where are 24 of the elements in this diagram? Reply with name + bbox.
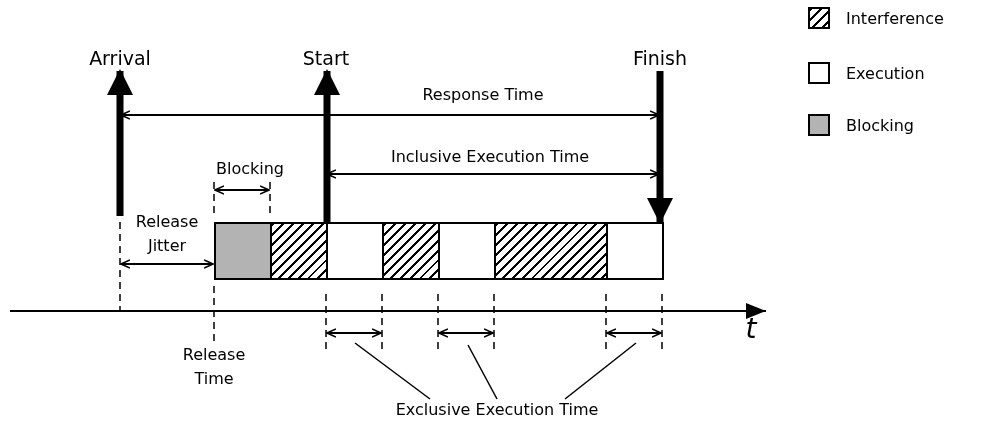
axis-label: t — [744, 314, 759, 344]
event-arrow — [314, 69, 340, 222]
dimension-label: Inclusive Execution Time — [389, 146, 591, 168]
leader-line — [354, 342, 431, 400]
legend-label: Execution — [846, 63, 925, 83]
execution-segment — [326, 222, 384, 280]
leader-line — [467, 344, 498, 400]
execution-segment — [438, 222, 496, 280]
event-label: Finish — [615, 47, 705, 69]
interference-segment — [270, 222, 328, 280]
event-label: Start — [281, 47, 371, 69]
blocking-segment — [214, 222, 272, 280]
legend-label: Blocking — [846, 115, 914, 135]
dimension-label: Response Time — [421, 84, 545, 106]
dimension-label: Release Time — [181, 344, 247, 390]
dimension-label: Blocking — [215, 158, 285, 180]
dimension-label: Release Jitter — [134, 211, 200, 257]
legend-label: Interference — [846, 8, 944, 28]
interference-segment — [494, 222, 608, 280]
leader-line — [564, 342, 637, 400]
interference-segment — [382, 222, 440, 280]
execution-segment — [606, 222, 664, 280]
event-label: Exclusive Execution Time — [362, 399, 632, 421]
event-label: Arrival — [75, 47, 165, 69]
